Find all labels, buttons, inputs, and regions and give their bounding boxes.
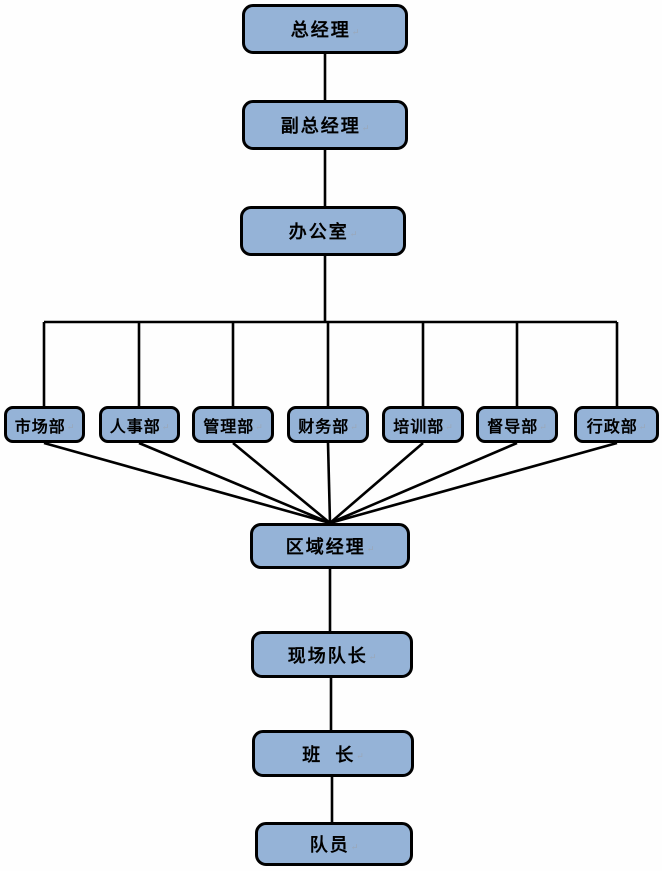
paragraph-mark-icon: ↵ <box>66 422 75 432</box>
paragraph-mark-icon: ↵ <box>638 422 647 432</box>
node-general-manager: 总经理↵ <box>242 4 408 54</box>
node-label: 行政部 <box>586 418 638 436</box>
paragraph-mark-icon: ↵ <box>350 841 359 852</box>
paragraph-mark-icon: ↵ <box>349 228 358 239</box>
node-label: 督导部 <box>487 418 539 436</box>
node-department-training: 培训部↵ <box>382 406 464 443</box>
node-department-supervision: 督导部↵ <box>476 406 558 443</box>
node-label: 办公室 <box>288 222 349 242</box>
node-site-captain: 现场队长↵ <box>251 631 413 678</box>
paragraph-mark-icon: ↵ <box>366 543 375 554</box>
node-department-management: 管理部↵ <box>192 406 274 443</box>
node-department-hr: 人事部↵ <box>99 406 180 443</box>
node-label: 班 长 <box>302 744 356 765</box>
paragraph-mark-icon: ↵ <box>161 422 170 432</box>
node-team-member: 队员↵ <box>255 822 413 866</box>
node-regional-manager: 区域经理↵ <box>250 523 410 569</box>
paragraph-mark-icon: ↵ <box>351 26 360 37</box>
node-label: 财务部 <box>298 418 350 436</box>
paragraph-mark-icon: ↵ <box>255 422 263 432</box>
node-label: 培训部 <box>393 418 445 436</box>
node-label: 队员 <box>309 835 350 855</box>
node-label: 管理部 <box>203 418 255 436</box>
node-label: 总经理 <box>290 20 351 40</box>
paragraph-mark-icon: ↵ <box>356 751 364 761</box>
paragraph-mark-icon: ↵ <box>350 422 358 432</box>
node-deputy-general-manager: 副总经理↵ <box>242 100 408 150</box>
node-label: 现场队长 <box>287 645 368 666</box>
paragraph-mark-icon: ↵ <box>361 122 370 133</box>
node-label: 市场部 <box>14 418 66 436</box>
paragraph-mark-icon: ↵ <box>539 422 547 432</box>
node-department-administration: 行政部↵ <box>574 406 659 443</box>
node-label: 人事部 <box>109 418 161 436</box>
node-label: 副总经理 <box>280 116 361 136</box>
node-department-finance: 财务部↵ <box>287 406 369 443</box>
node-label: 区域经理 <box>285 537 366 557</box>
node-department-marketing: 市场部↵ <box>4 406 85 443</box>
paragraph-mark-icon: ↵ <box>368 652 377 662</box>
node-squad-leader: 班 长↵ <box>252 730 414 777</box>
node-office: 办公室↵ <box>240 206 406 256</box>
paragraph-mark-icon: ↵ <box>445 422 453 432</box>
